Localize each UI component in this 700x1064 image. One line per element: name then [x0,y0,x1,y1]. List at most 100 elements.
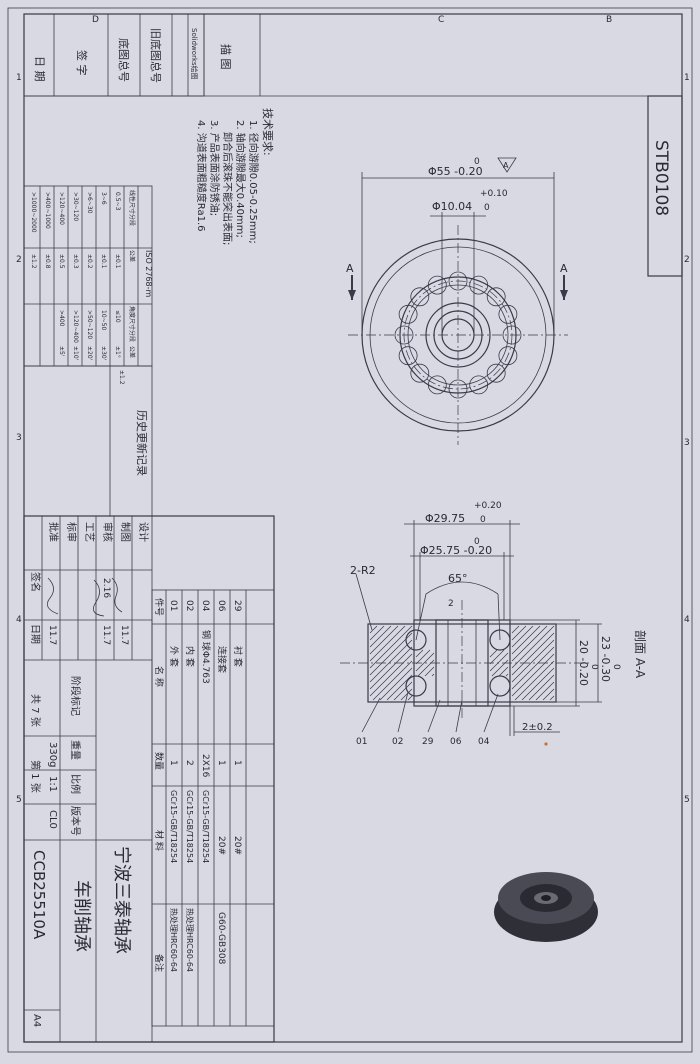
grid-number-3: 3 [16,433,22,443]
grid-number-right-4: 4 [684,615,690,625]
grid-number-1: 1 [16,73,22,83]
label-date: 日期 [29,624,41,644]
ball-section [405,675,427,697]
ball [448,379,468,399]
ball [486,363,506,383]
tol-header-4: 公差 [128,346,136,358]
ball-section [489,675,511,697]
scale-value: 1:1 [47,776,58,792]
tol-cell: 0.5~3 [114,192,121,211]
dim-sec-width-inner: 20 -0.20 [577,640,590,686]
bom-no: 02 [184,600,194,611]
label-process: 工艺 [83,522,95,542]
hatch-line [369,639,413,683]
section-letter-right: A [560,262,568,275]
hatch-line [511,653,555,697]
bom-qty: 1 [216,760,226,766]
ball [410,287,430,307]
hatch-line [400,688,413,701]
drawing-number-box [647,95,683,277]
grid-number-right-2: 2 [684,255,690,265]
callout-02: 02 [392,737,403,747]
grid-letter-d: D [92,15,99,25]
history-strip: 历史更新记录 ±1.2 [23,365,153,517]
angle-arc [425,581,499,595]
hatch-line [511,646,555,690]
hatch-line [498,666,509,677]
tol-cell: ±30' [100,346,107,361]
section-title: 剖面 A-A [633,630,647,679]
grid-number-2: 2 [16,255,22,265]
side-date-label: 日 期 [33,56,46,82]
ball [502,325,522,345]
tol-cell: ±5' [58,346,65,357]
bom-name: 钢 球Φ4.763 [200,630,212,684]
bom-header-no: 件号 [153,598,165,616]
dim-outer-diameter-upper: 0 [474,157,480,167]
accent-dot [544,742,548,746]
hatch-line [505,673,509,677]
tol-cell: ±20' [86,346,93,361]
tol-cell: >120~400 [58,192,65,225]
ball [398,346,418,366]
hatch-line [542,688,555,701]
hatch-line [386,674,413,701]
tol-cell: ±1.2 [30,254,37,269]
label-approve: 批准 [47,522,60,542]
tol-header-1: 线性尺寸分段 [128,190,136,226]
bom-note: 热处理HRC60-64 [185,908,195,972]
dim-outer-diameter: Φ55 -0.20 [428,165,483,178]
callout-29: 29 [422,737,434,747]
tech-item-4: 4. 沟道表面粗糙度Ra1.6 [195,120,208,231]
tol-cell: ±0.2 [86,254,93,269]
datum-triangle [497,157,517,173]
hatch-line [369,632,413,676]
tech-item-3: 3. 产品表面涂防锈油; [208,120,221,216]
hatch-line [415,652,435,672]
dim-sec-width-outer: 23 -0.30 [599,636,612,682]
ball [410,363,430,383]
hatch-line [415,649,431,665]
hatch-line [369,625,406,662]
hatch-line [407,695,413,701]
bom-header-name: 名 称 [153,666,165,687]
sign-date-2: 11.7 [101,625,111,645]
hatch-line [511,625,541,655]
bom-name: 内 套 [184,646,196,667]
ball [394,325,414,345]
hatch-line [415,649,424,658]
label-sign: 签名 [29,572,42,592]
ball [398,304,418,324]
dim-sec-chamfer: 2-R2 [350,564,376,577]
chamfer-leader [355,573,373,631]
grid-number-4: 4 [16,615,22,625]
sheet-index: 第 1 张 [29,760,42,793]
hatch-line [369,646,413,690]
tol-cell: ±0.5 [58,254,65,269]
hatch-line [514,660,555,701]
tol-cell: >120~400 [72,310,79,343]
tol-cell: >30~120 [72,192,79,221]
dim-bore: Φ10.04 [432,200,472,213]
hatch-line [369,653,413,697]
ball [498,304,518,324]
label-scale: 比例 [69,774,82,794]
bom-header-qty: 数量 [153,752,165,770]
grid-number-right-5: 5 [684,795,690,805]
sign-date-1: 11.7 [119,625,129,645]
ball [469,275,489,295]
sign-date-3: 11.7 [47,625,57,645]
side-software-note: Solidworks绘图 [190,28,199,80]
hatch-line [393,681,413,701]
grid-letter-b: B [606,15,612,25]
side-sign-label: 签 字 [75,50,89,76]
ball [498,346,518,366]
dim-bore-tol-low: 0 [484,203,490,213]
dim-sec-small: 2 [448,599,454,609]
label-design: 设计 [137,522,150,542]
drawing-number: STB0108 [651,140,671,216]
ball [469,375,489,395]
label-check: 审核 [101,522,114,542]
dim-sec-d2-up: 0 [474,537,480,547]
